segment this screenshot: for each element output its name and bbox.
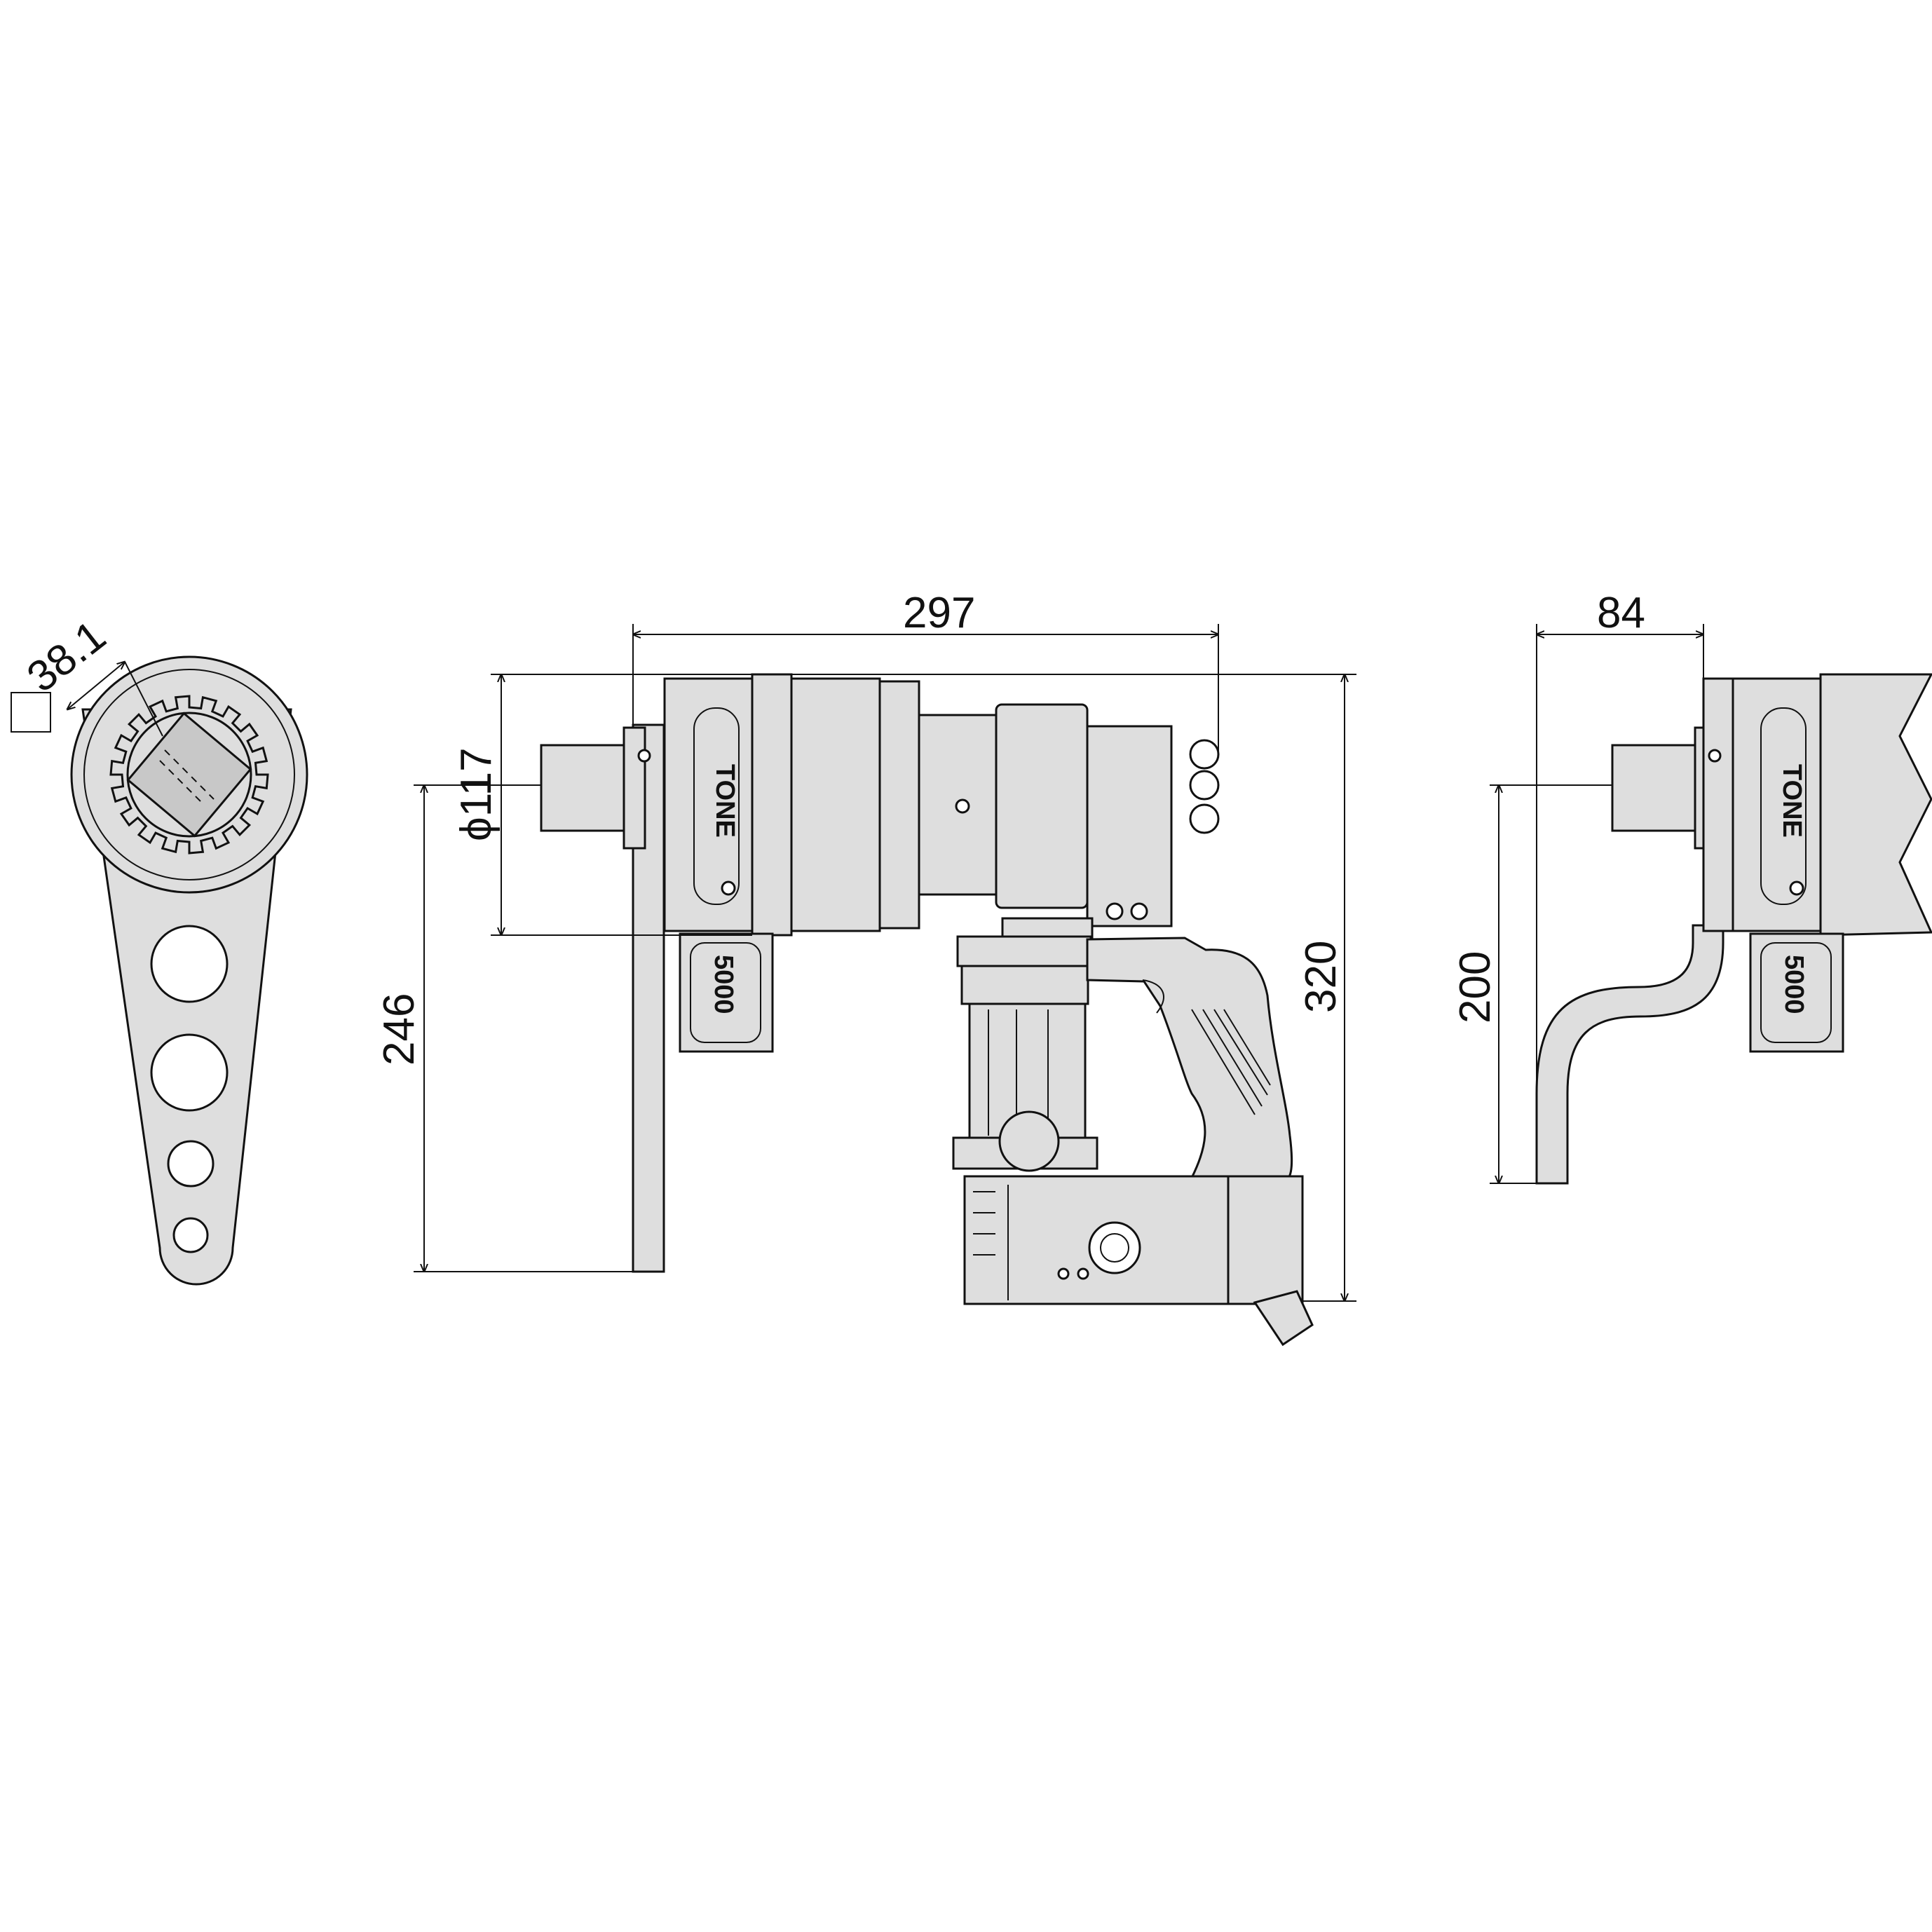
dim-side-width: 84 xyxy=(1597,589,1645,637)
label-plate-right xyxy=(1749,932,1844,1053)
indicator-light xyxy=(1077,1267,1089,1280)
square-drive-right xyxy=(1611,744,1696,832)
label-number: 5000 xyxy=(709,955,738,1014)
drive-flange xyxy=(623,726,646,850)
motor-body xyxy=(1086,725,1173,927)
pistol-grip xyxy=(1086,937,1293,1179)
logo-plate xyxy=(693,707,740,905)
arm-hole xyxy=(167,1140,215,1188)
square-drive-side xyxy=(540,744,625,832)
dial-icon xyxy=(1088,1221,1141,1274)
screw-icon xyxy=(721,880,736,896)
front-view-reaction-arm: 38.1 xyxy=(11,611,308,1286)
dim-square-drive: 38.1 xyxy=(18,611,115,702)
dim-overall-height: 320 xyxy=(1297,941,1345,1013)
arm-hole xyxy=(150,1033,229,1112)
dim-line-square xyxy=(67,662,125,709)
brand-logo-right: TONE xyxy=(1777,764,1807,838)
cranked-arm xyxy=(1535,924,1724,1185)
screw-icon xyxy=(1789,880,1804,896)
hidden-line xyxy=(159,760,204,805)
yoke-top xyxy=(956,935,1092,967)
power-cable xyxy=(1253,1290,1314,1347)
head-rim-right xyxy=(1702,677,1734,932)
indicator-light xyxy=(1057,1267,1070,1280)
dim-reaction-height: 246 xyxy=(375,993,423,1066)
label-plate xyxy=(679,932,774,1053)
dim-overall-length: 297 xyxy=(903,589,975,637)
screw-icon xyxy=(1106,902,1124,920)
grip-texture xyxy=(1191,1009,1271,1115)
switch-button xyxy=(1189,803,1220,834)
drive-flange-right xyxy=(1694,726,1705,850)
square-drive xyxy=(126,712,252,838)
label-plate-frame xyxy=(690,942,761,1043)
label-number-right: 5000 xyxy=(1779,955,1809,1014)
column-knob xyxy=(998,1110,1060,1172)
gear-head-ring xyxy=(751,673,793,937)
switch-button xyxy=(1189,739,1220,770)
screw-icon xyxy=(637,749,651,763)
gear-head-right xyxy=(1732,677,1822,932)
side-view-cranked-arm: TONE 5000 84 200 xyxy=(1451,589,1932,1185)
box-end-cap xyxy=(1227,1175,1304,1305)
square-symbol-box xyxy=(11,692,51,733)
arm-hole xyxy=(172,1217,209,1253)
trigger xyxy=(1142,979,1164,1014)
break-section xyxy=(1819,673,1932,937)
dim-diameter: ϕ117 xyxy=(452,747,501,841)
case-flange xyxy=(878,680,920,930)
label-plate-frame-right xyxy=(1760,942,1832,1043)
screw-icon xyxy=(955,798,970,814)
dim-side-height: 200 xyxy=(1451,951,1499,1023)
screw-icon xyxy=(1708,749,1722,763)
housing-inner-ring xyxy=(83,669,295,880)
yoke-plate xyxy=(960,965,1089,1005)
side-view-wrench: TONE 5000 xyxy=(375,589,1356,1347)
arm-hole xyxy=(150,925,229,1003)
screw-icon xyxy=(1130,902,1148,920)
brand-logo: TONE xyxy=(710,764,740,838)
extension-line xyxy=(124,661,163,737)
logo-plate-right xyxy=(1760,707,1807,905)
dial-inner xyxy=(1100,1233,1129,1263)
switch-button xyxy=(1189,770,1220,801)
motor-housing xyxy=(995,703,1089,909)
planet-case xyxy=(790,677,881,932)
